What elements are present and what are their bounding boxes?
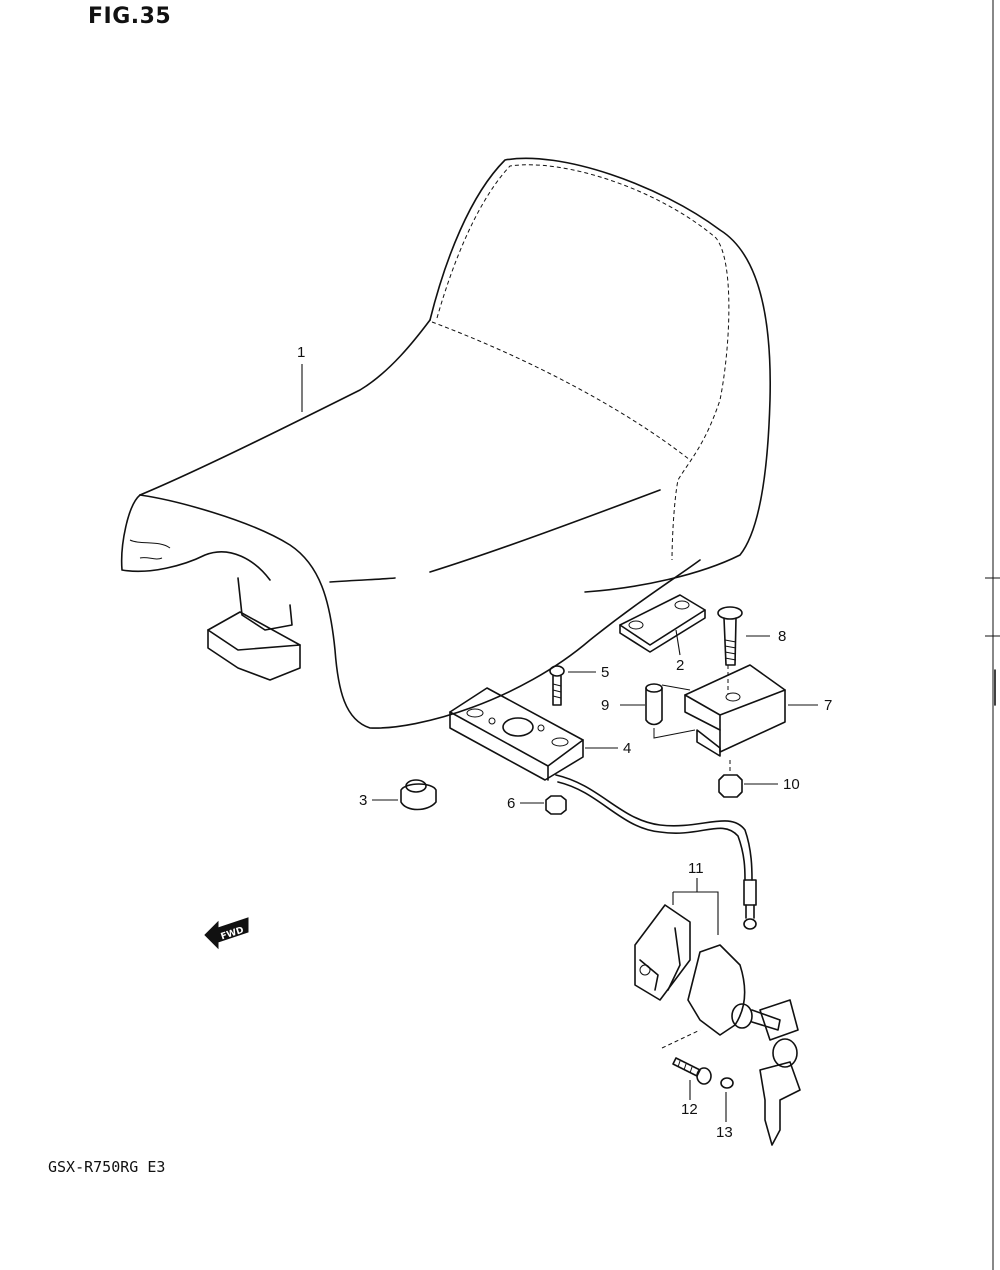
lock-set-part-11 [634,878,801,1146]
grommet-part-3 [400,779,437,811]
nut-part-10 [718,760,743,798]
figure-title: FIG.35 [88,4,172,29]
collar-part-9 [645,683,696,739]
bracket-part-7 [684,664,786,757]
seat-part [120,157,772,729]
callout-5: 5 [601,664,609,681]
callout-9: 9 [601,697,609,714]
lock-housing-part-4 [449,687,584,781]
callout-7: 7 [824,697,832,714]
callout-1: 1 [297,344,305,361]
callout-3: 3 [359,792,367,809]
callout-11: 11 [688,860,704,877]
screw-part-5 [549,665,565,706]
callout-2: 2 [676,657,684,674]
plate-part [619,594,706,653]
model-code: GSX-R750RG E3 [48,1158,166,1176]
callout-13: 13 [716,1124,733,1141]
callout-8: 8 [778,628,786,645]
callout-10: 10 [783,776,800,793]
callout-6: 6 [507,795,515,812]
page-edge-marks [985,0,1000,1270]
bolt-part-12 [672,1057,712,1085]
cap-part-13 [720,1077,734,1089]
callout-4: 4 [623,740,631,757]
fwd-arrow-icon: FWD [204,917,249,950]
bolt-part-8 [717,606,743,666]
callout-12: 12 [681,1101,698,1118]
lock-cable [555,774,757,930]
nut-part-6 [545,795,567,815]
